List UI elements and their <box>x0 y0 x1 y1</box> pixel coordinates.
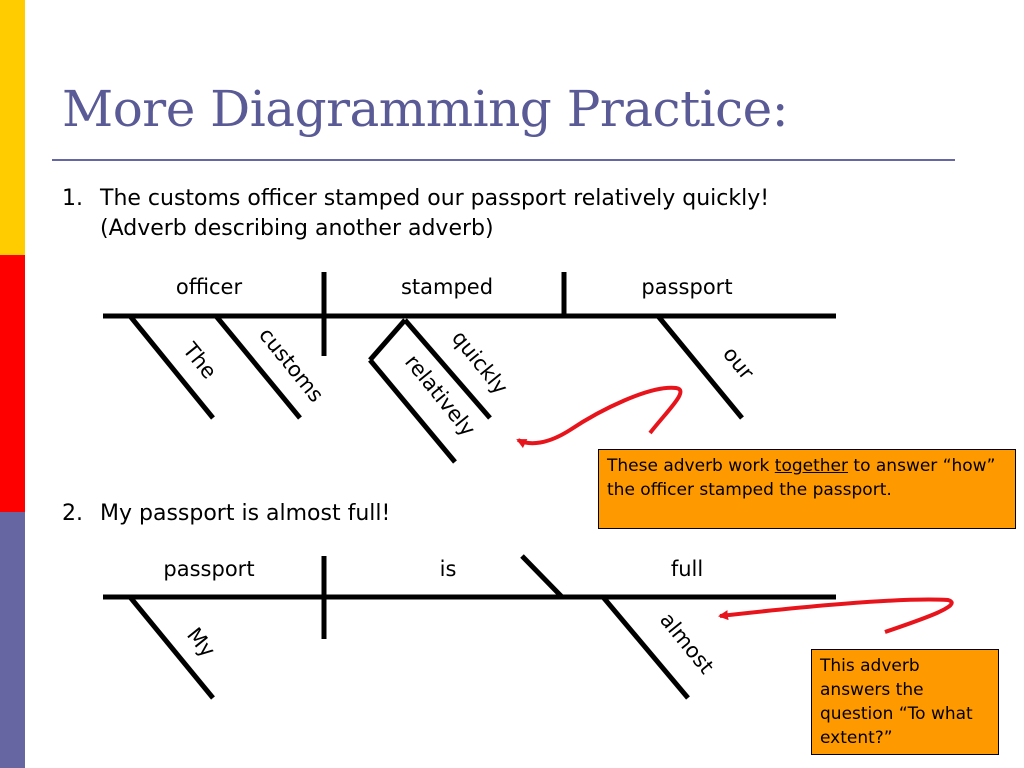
modifier-line-our <box>656 314 744 420</box>
word-modifier-quickly: quickly <box>447 326 513 399</box>
diagram-2-words: passport is full My almost <box>163 557 718 678</box>
item-number: 2. <box>62 501 83 526</box>
word-verb: is <box>440 557 457 581</box>
word-modifier-our: our <box>718 342 759 384</box>
accent-bar-blue <box>0 512 25 768</box>
practice-item-2: 2. My passport is almost full! <box>62 499 562 529</box>
word-verb: stamped <box>401 275 493 299</box>
callout-text-emphasis: together <box>774 456 849 476</box>
callout-arrow-2 <box>718 597 954 634</box>
diagram-2 <box>103 554 836 700</box>
word-modifier-the: The <box>177 337 221 383</box>
accent-bar-red <box>0 255 25 512</box>
word-subject: officer <box>176 275 243 299</box>
title-divider <box>52 159 955 161</box>
word-object: passport <box>641 275 732 299</box>
practice-item-1: 1. The customs officer stamped our passp… <box>62 184 962 244</box>
modifier-line-almost <box>601 595 690 700</box>
item-sentence: The customs officer stamped our passport… <box>100 186 770 211</box>
word-modifier-my: My <box>182 623 220 662</box>
word-subject: passport <box>163 557 254 581</box>
diagram-1-words: officer stamped passport The customs qui… <box>176 275 759 441</box>
callout-text-before: These adverb work <box>607 456 775 476</box>
word-modifier-customs: customs <box>254 323 328 407</box>
modifier-line-my <box>128 595 215 700</box>
word-complement: full <box>671 557 703 581</box>
modifier-line-customs <box>214 314 302 420</box>
item-number: 1. <box>62 186 83 211</box>
callout-text-after: to answer “how” the officer stamped the … <box>607 456 996 500</box>
modifier-line-the <box>128 314 215 420</box>
accent-bar-yellow <box>0 0 25 255</box>
callout-box-together: These adverb work together to answer “ho… <box>598 449 1016 529</box>
slide-title: More Diagramming Practice: <box>62 80 789 138</box>
callout-arrow-1 <box>516 385 683 449</box>
callout-text: This adverb answers the question “To wha… <box>820 656 973 748</box>
complement-divider <box>520 554 564 599</box>
item-sentence: My passport is almost full! <box>100 501 391 526</box>
modifier-line-relatively-connector <box>368 318 407 362</box>
diagram-1 <box>103 272 836 464</box>
modifier-line-relatively <box>368 358 457 464</box>
item-note: (Adverb describing another adverb) <box>100 216 494 241</box>
modifier-line-quickly <box>403 318 492 420</box>
callout-box-extent: This adverb answers the question “To wha… <box>811 649 999 755</box>
